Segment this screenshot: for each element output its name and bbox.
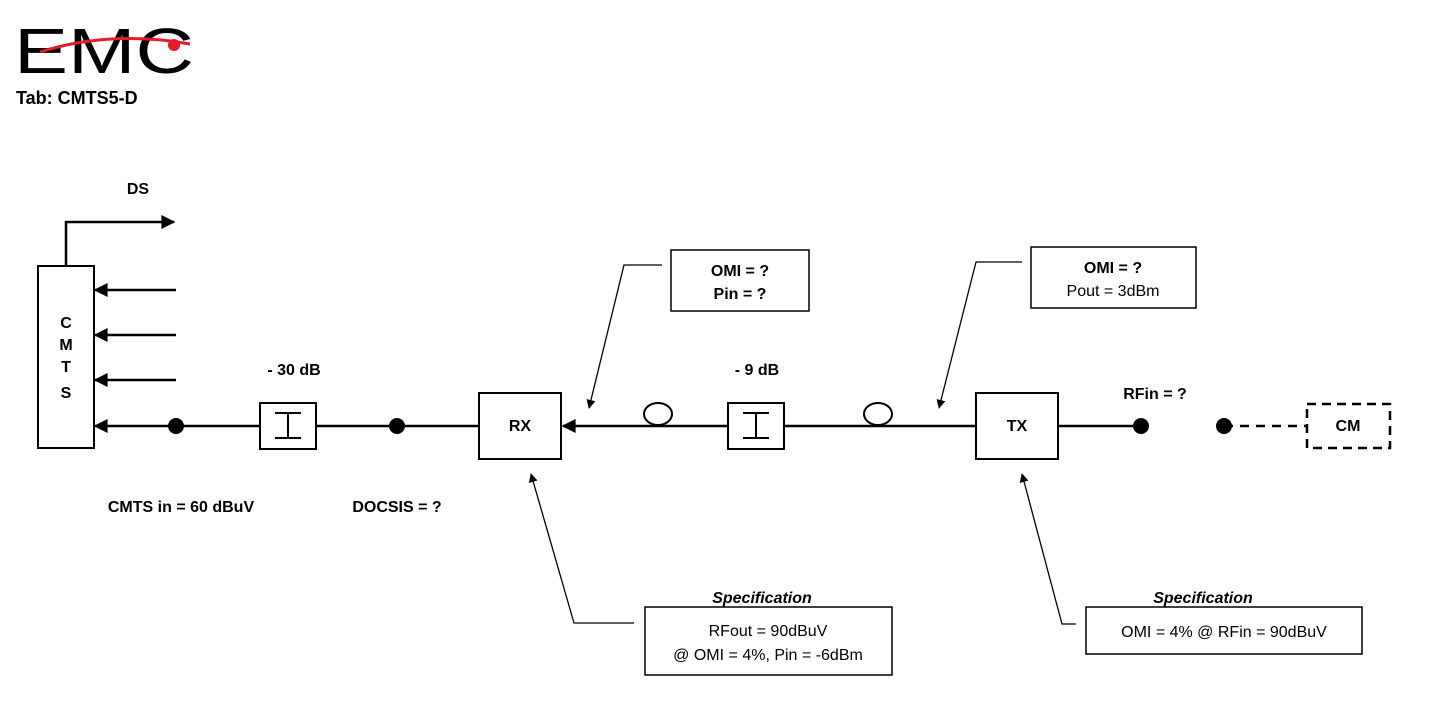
attenuator-icon (743, 412, 769, 439)
rx-callout-pin: Pin = ? (714, 286, 767, 303)
cmts-in-label: CMTS in = 60 dBuV (108, 499, 255, 516)
rx-spec-title: Specification (712, 590, 812, 607)
rfin-label: RFin = ? (1123, 386, 1187, 403)
tx-callout-box (1030, 246, 1197, 309)
ds-label: DS (127, 181, 150, 198)
cmts-letter-c: C (60, 315, 72, 332)
cmts-letter-s: S (61, 385, 72, 402)
rx-callout-pointer (586, 264, 662, 409)
tx-callout-omi: OMI = ? (1084, 260, 1142, 277)
tx-callout-pout: Pout = 3dBm (1067, 283, 1160, 300)
rx-box (478, 392, 562, 460)
docsis-label: DOCSIS = ? (352, 499, 441, 516)
attenuator-9db (727, 402, 785, 450)
attenuator-30db-label: - 30 dB (267, 362, 320, 379)
cm-label: CM (1336, 418, 1361, 435)
emc-logo: EMC (14, 15, 194, 87)
tx-callout-pointer (936, 261, 1022, 409)
rx-spec-pointer (528, 473, 634, 624)
docsis-test-point (389, 418, 405, 434)
rx-callout-omi: OMI = ? (711, 263, 769, 280)
cmts-block: C M T S (37, 265, 95, 449)
ds-arrow (64, 215, 176, 266)
fiber-spool-2 (863, 402, 893, 426)
tx-spec-title: Specification (1153, 590, 1253, 607)
attenuator-30db (259, 402, 317, 450)
tx-spec-omi: OMI = 4% @ RFin = 90dBuV (1121, 624, 1327, 641)
rx-label: RX (509, 418, 532, 435)
rx-spec-conditions: @ OMI = 4%, Pin = -6dBm (673, 647, 863, 664)
rfin-test-point (1133, 418, 1149, 434)
fiber-spool-1 (643, 402, 673, 426)
cmts-letter-m: M (59, 337, 72, 354)
rx-spec-rfout: RFout = 90dBuV (709, 623, 828, 640)
tx-spec-box (1085, 606, 1363, 655)
cmts-in-test-point (168, 418, 184, 434)
rx-callout-box (670, 249, 810, 312)
tab-label: Tab: CMTS5-D (16, 88, 138, 108)
logo-dot (168, 39, 180, 51)
attenuator-30db-box (259, 402, 317, 450)
attenuator-9db-label: - 9 dB (735, 362, 779, 379)
cmts-letter-t: T (61, 359, 71, 376)
tx-spec-pointer (1019, 473, 1076, 625)
rx-spec-box (644, 606, 893, 676)
cm-box (1305, 402, 1392, 450)
cmts-box (37, 265, 95, 449)
tx-label: TX (1007, 418, 1028, 435)
attenuator-icon (275, 412, 301, 439)
